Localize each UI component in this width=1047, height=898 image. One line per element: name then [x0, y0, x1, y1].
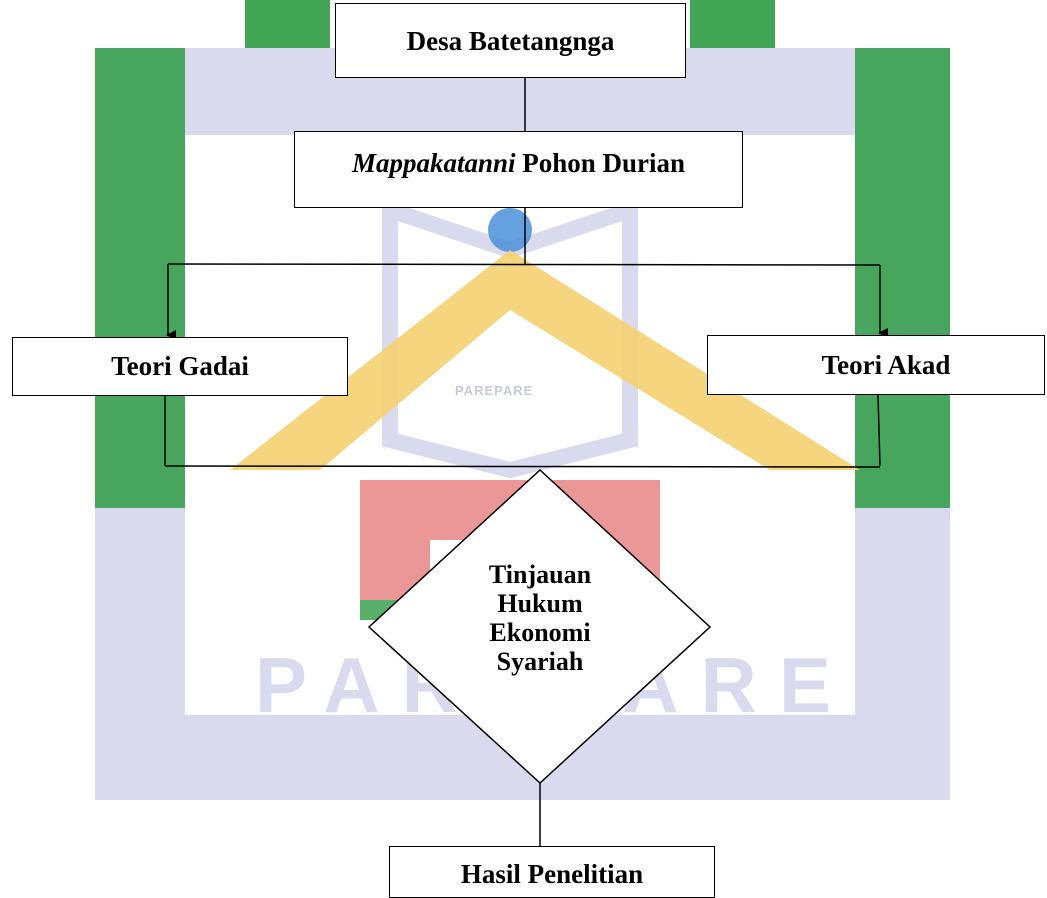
- edge-akad-down: [877, 394, 881, 467]
- tinjauan-line: Ekonomi: [489, 618, 591, 647]
- merge-horizontal: [164, 465, 881, 468]
- tinjauan-line: Syariah: [496, 647, 584, 676]
- wm-green-pillar-left: [245, 0, 330, 50]
- tinjauan-line: Tinjauan: [488, 560, 592, 589]
- node-mappa-label: Pohon Durian: [522, 148, 686, 178]
- node-gadai-label: Teori Gadai: [111, 351, 249, 381]
- node-mappa-italic-label: Mappakatanni: [351, 148, 516, 178]
- tinjauan-line: Hukum: [497, 589, 583, 618]
- node-desa-label: Desa Batetangnga: [406, 26, 615, 56]
- node-tinjauan-label: Tinjauan Hukum Ekonomi Syariah: [440, 560, 640, 676]
- node-teori-akad: Teori Akad: [707, 335, 1045, 395]
- node-hasil-penelitian: Hasil Penelitian: [389, 846, 715, 898]
- node-mappakatanni: Mappakatanni Pohon Durian: [294, 131, 743, 208]
- wm-green-pillar-right: [690, 0, 775, 50]
- split-horizontal: [167, 263, 881, 266]
- node-desa-batetangnga: Desa Batetangnga: [335, 3, 686, 78]
- wm-gold-roof: [230, 250, 860, 470]
- node-akad-label: Teori Akad: [821, 349, 951, 380]
- wm-green-side-right: [855, 48, 950, 508]
- node-hasil-label: Hasil Penelitian: [460, 859, 644, 889]
- wm-globe: [488, 208, 532, 252]
- wm-green-side-left: [95, 48, 185, 508]
- node-teori-gadai: Teori Gadai: [12, 337, 348, 396]
- watermark-small-text: PAREPARE: [455, 383, 534, 398]
